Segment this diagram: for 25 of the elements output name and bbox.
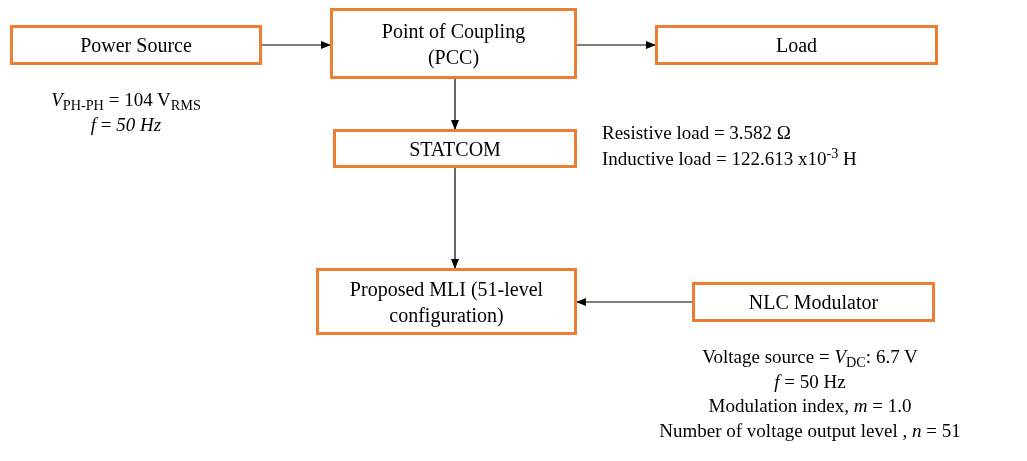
parameter-text: f = 50 Hz <box>774 369 846 394</box>
process-box <box>330 8 577 79</box>
arrow <box>451 78 459 130</box>
box-label: Proposed MLI (51-level configuration) <box>348 276 545 328</box>
parameter-text: f = 50 Hz <box>90 112 162 137</box>
process-box <box>10 25 262 65</box>
load-parameter-text: Resistive load = 3.582 Ω <box>602 121 792 145</box>
parameter-text: Voltage source = V$_{DC}$: 6.7 V <box>702 345 918 370</box>
process-box <box>316 268 577 335</box>
box-label: Point of Coupling (PCC) <box>380 18 527 70</box>
parameter-text: Modulation index, m = 1.0 <box>708 394 912 419</box>
box-label: NLC Modulator <box>748 290 879 315</box>
box-label: Power Source <box>80 33 192 58</box>
box-label: STATCOM <box>409 136 501 162</box>
arrow <box>576 41 656 49</box>
load-parameter-text: Inductive load = 122.613 x10$^{-3}$ H <box>602 145 857 171</box>
box-label: Load <box>775 33 818 58</box>
arrow <box>451 167 459 269</box>
process-box <box>655 25 938 65</box>
arrow <box>261 41 331 49</box>
process-box <box>333 129 577 168</box>
parameter-text: Number of voltage output level , n = 51 <box>659 419 961 444</box>
process-box <box>692 282 935 322</box>
parameter-text: V$_{PH-PH}$ = 104 V$_{RMS}$ <box>51 88 201 113</box>
arrow <box>576 298 693 306</box>
